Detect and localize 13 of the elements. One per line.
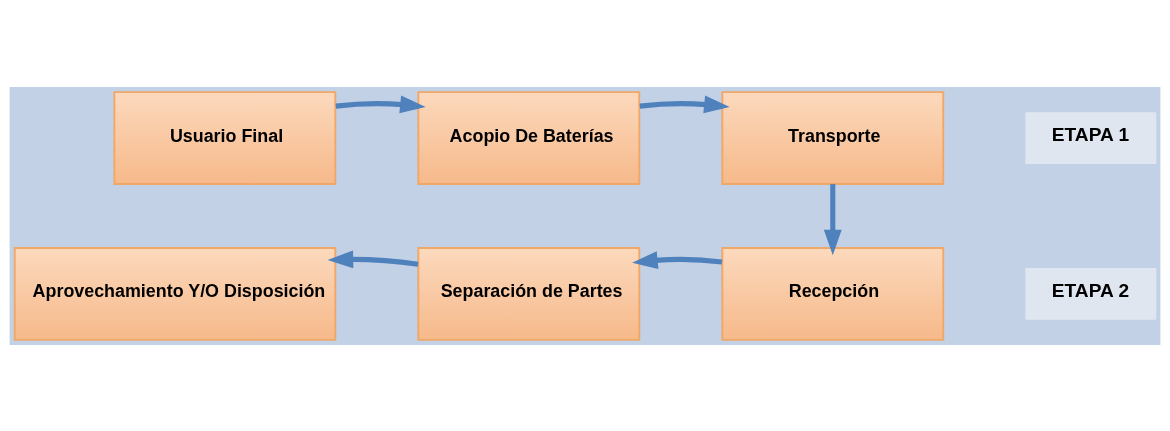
node-box: Aprovechamiento Y/O Disposición [13,246,337,341]
arrow [823,183,842,255]
node-box: Acopio De Baterías [417,90,641,185]
arrow [632,250,723,269]
node-box: Transporte [721,90,945,185]
arrow [639,94,730,113]
node-box: Recepción [721,246,945,341]
node-box: Usuario Final [113,90,337,185]
arrow [327,249,419,268]
arrow [335,94,426,113]
label: ETAPA 1 [1051,123,1130,145]
node-box: Separación de Partes [417,246,641,341]
label: ETAPA 2 [1051,279,1130,301]
